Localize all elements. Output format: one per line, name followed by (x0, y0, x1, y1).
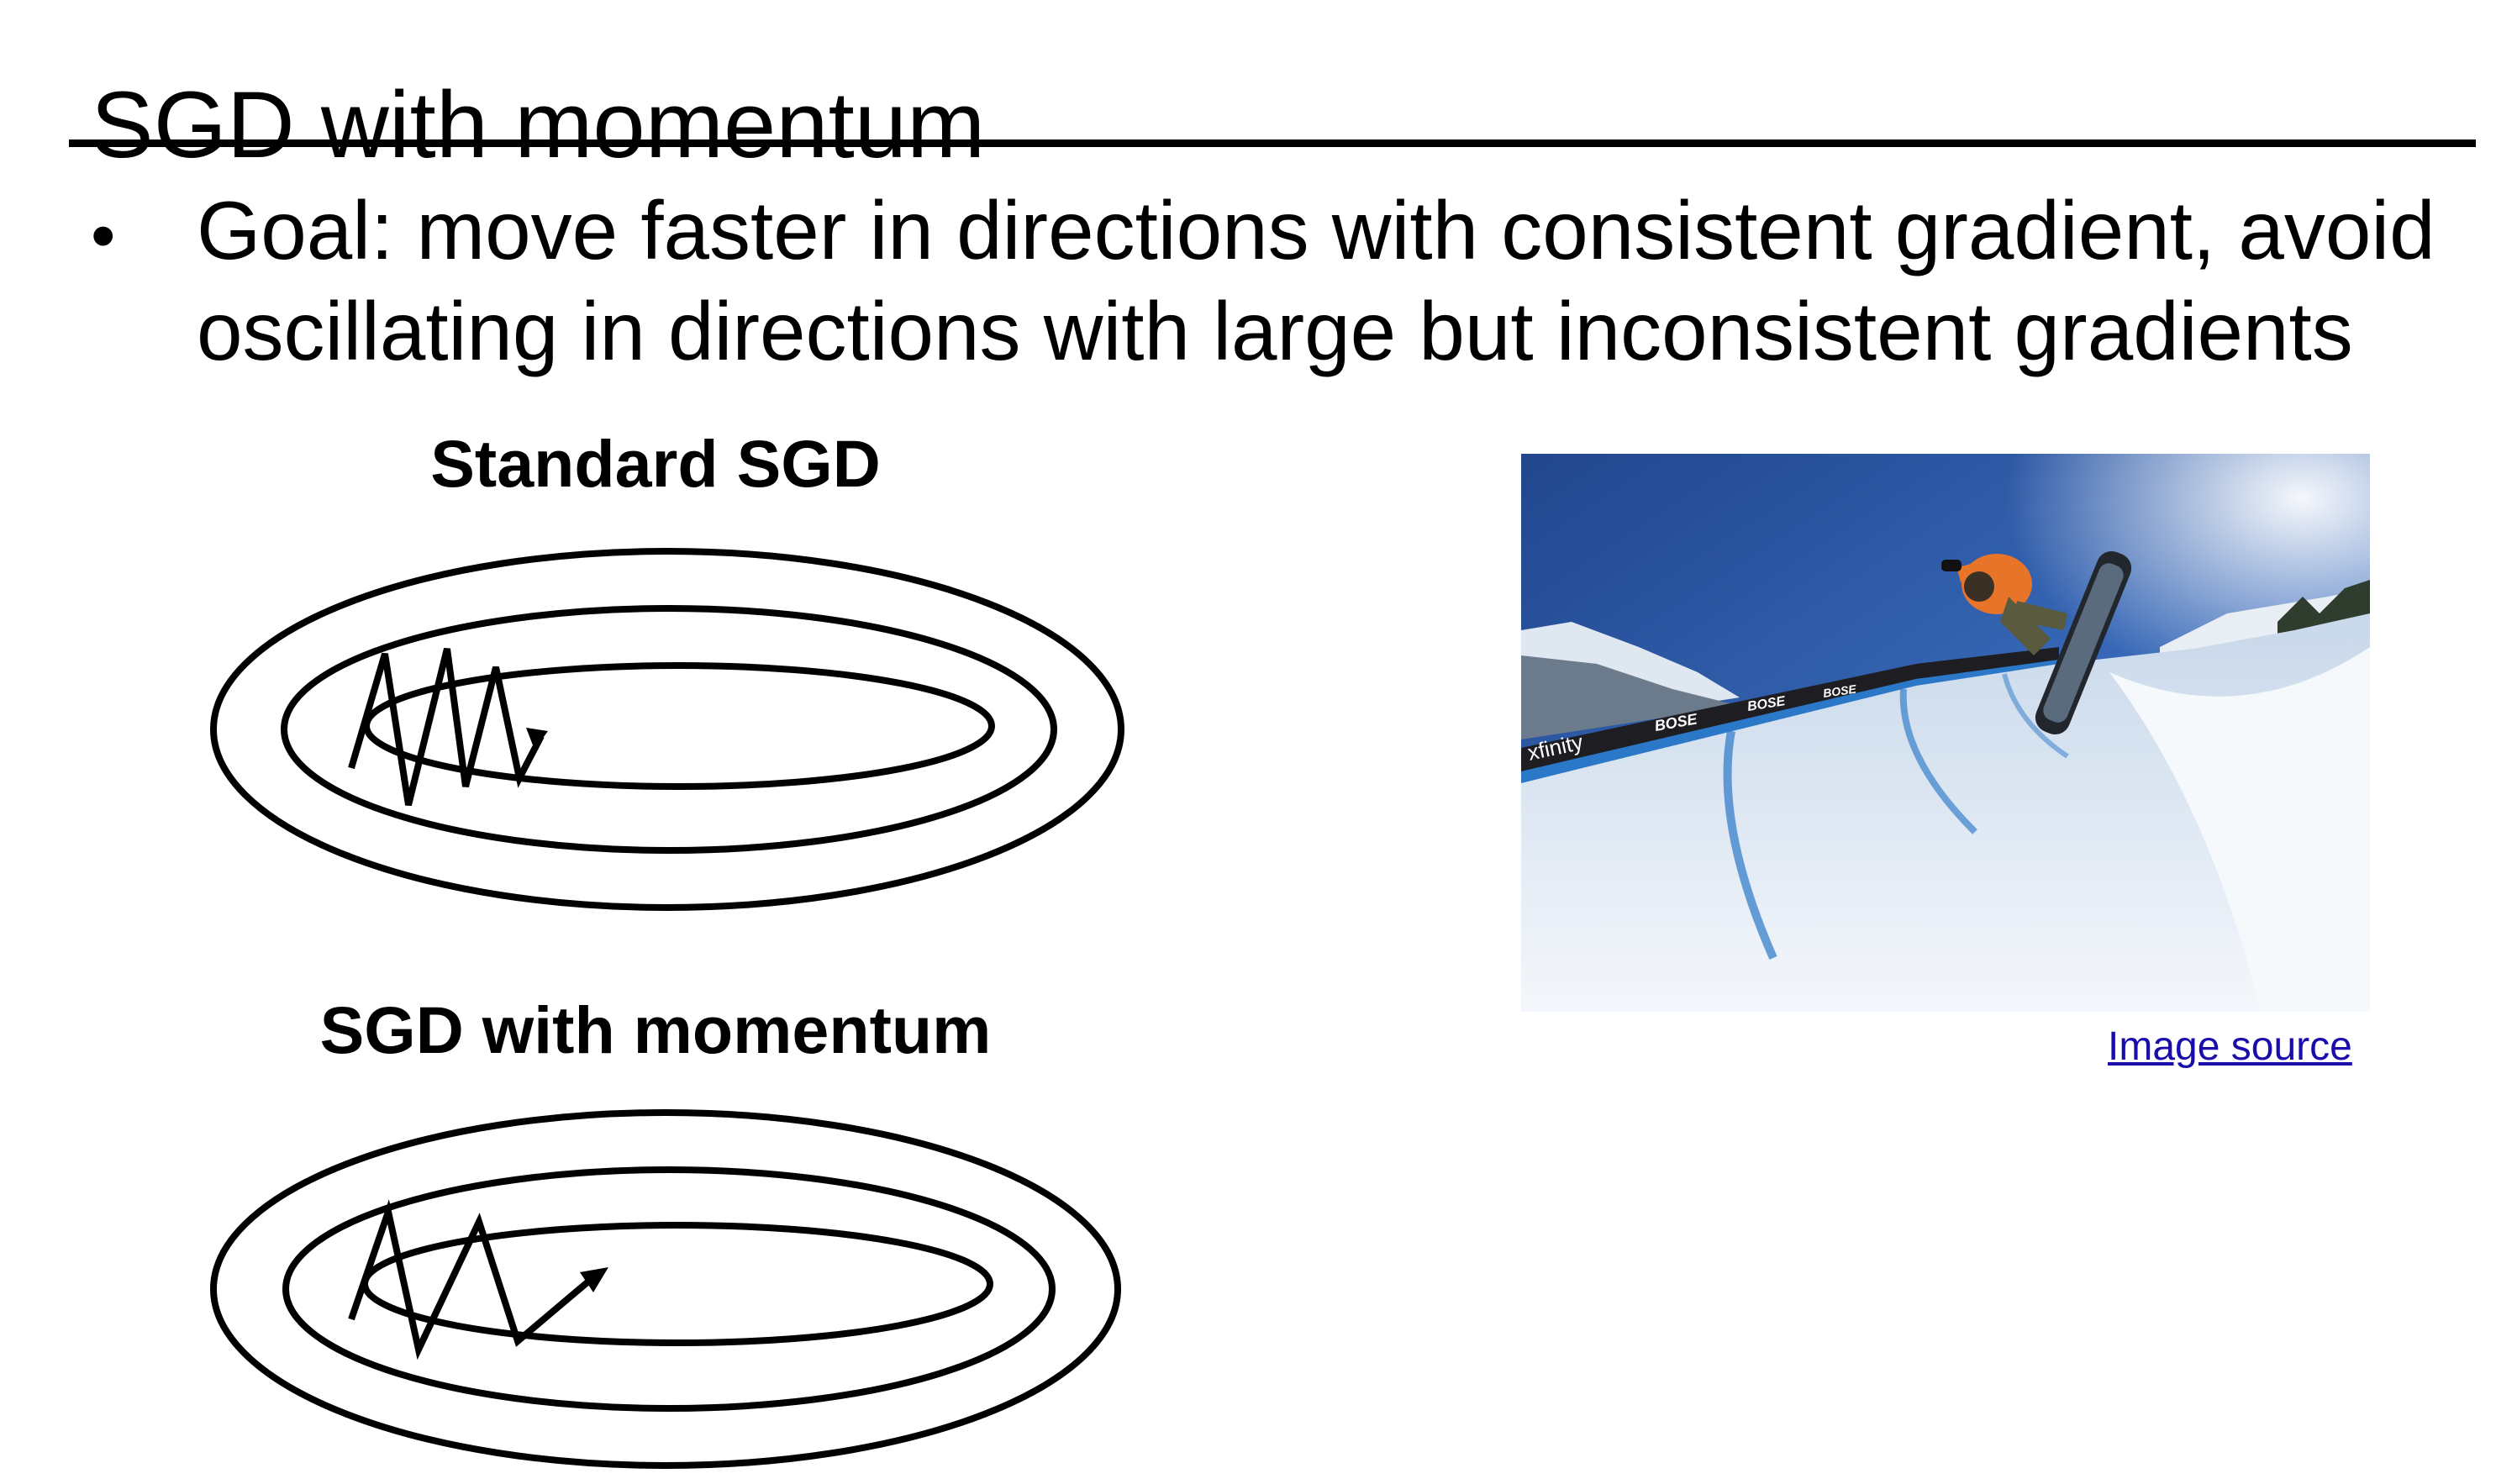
contour-middle (281, 605, 1057, 854)
arrowhead-icon (580, 1267, 608, 1292)
bullet-dot-icon: • (91, 196, 116, 275)
momentum-path (348, 1199, 596, 1360)
standard-sgd-heading: Standard SGD (430, 426, 881, 501)
arrowhead-icon (526, 728, 548, 750)
contour-outer (210, 548, 1124, 911)
snowboarder-figure (1941, 550, 2132, 735)
momentum-sgd-heading: SGD with momentum (319, 992, 992, 1067)
standard-sgd-contour-diagram (210, 548, 1124, 911)
sgd-zigzag-path (348, 648, 545, 806)
contour-middle (282, 1166, 1056, 1412)
title-underline-rule (69, 139, 2476, 147)
contour-inner (361, 1222, 993, 1346)
bose-banner-text: BOSE (1822, 682, 1857, 700)
slide-title: SGD with momentum (91, 72, 986, 178)
contour-outer (210, 1109, 1121, 1469)
goal-bullet-text: Goal: move faster in directions with con… (197, 184, 2435, 377)
snowboarder-halfpipe-photo: xfinity BOSE BOSE BOSE (1521, 454, 2370, 1012)
momentum-sgd-contour-diagram (210, 1109, 1121, 1469)
image-source-link[interactable]: Image source (2108, 1024, 2352, 1069)
